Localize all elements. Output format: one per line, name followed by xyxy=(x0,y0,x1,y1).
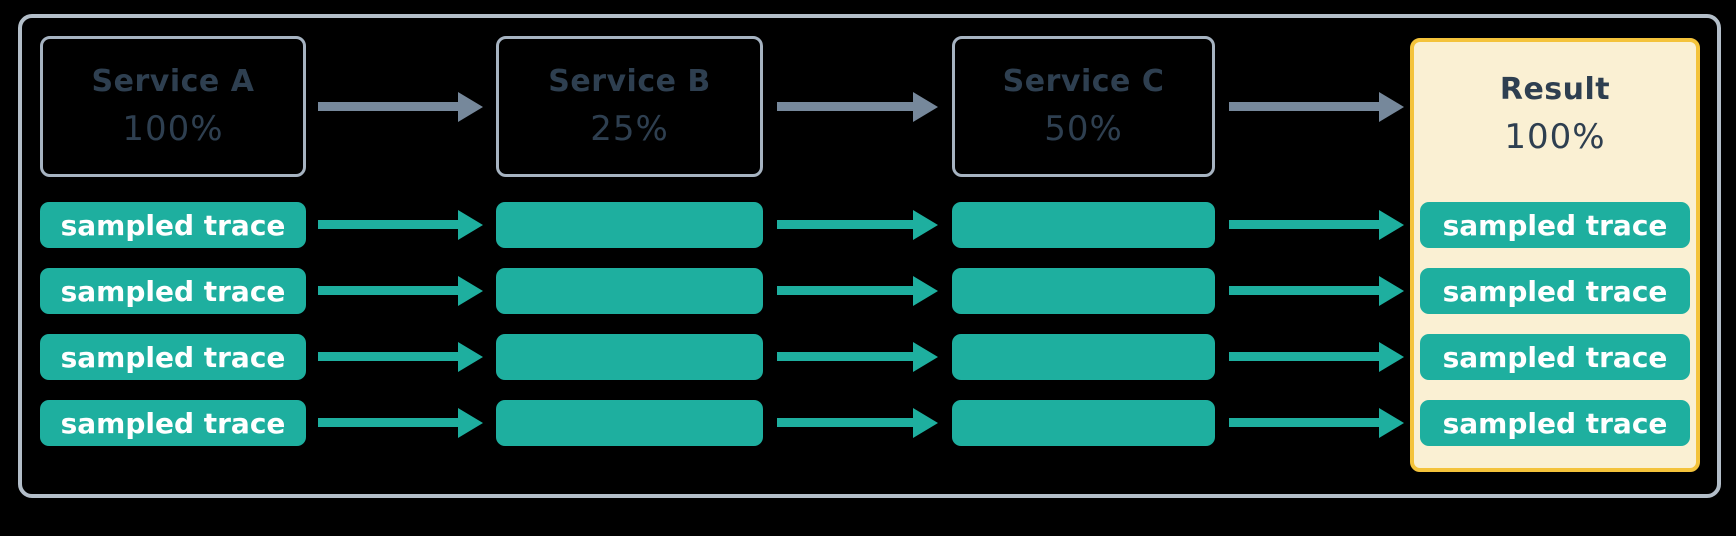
trace-pill xyxy=(952,334,1215,380)
sampled-trace-label: sampled trace xyxy=(1442,406,1668,440)
service-b-sampling-rate: 25% xyxy=(590,109,669,149)
sampled-trace-pill: sampled trace xyxy=(40,268,306,314)
sampled-trace-pill: sampled trace xyxy=(40,400,306,446)
sampled-trace-pill: sampled trace xyxy=(1420,202,1690,248)
result-title: Result xyxy=(1499,72,1611,107)
service-c-name: Service C xyxy=(1002,64,1165,99)
sampled-trace-label: sampled trace xyxy=(60,406,286,440)
sampled-trace-label: sampled trace xyxy=(60,274,286,308)
trace-flow-arrow xyxy=(777,352,913,361)
trace-flow-arrow xyxy=(318,220,458,229)
sampled-trace-pill: sampled trace xyxy=(1420,334,1690,380)
trace-flow-arrow xyxy=(1229,418,1379,427)
trace-flow-arrow xyxy=(777,286,913,295)
service-flow-arrow xyxy=(1229,102,1379,111)
service-c-box: Service C 50% xyxy=(952,36,1215,177)
service-c-sampling-rate: 50% xyxy=(1044,109,1123,149)
trace-pill xyxy=(496,268,763,314)
diagram-frame xyxy=(18,14,1721,498)
trace-flow-arrow xyxy=(777,418,913,427)
service-a-name: Service A xyxy=(91,64,255,99)
sampled-trace-pill: sampled trace xyxy=(40,202,306,248)
result-box: Result 100% xyxy=(1410,38,1700,472)
sampled-trace-label: sampled trace xyxy=(60,340,286,374)
trace-flow-arrow xyxy=(318,352,458,361)
trace-flow-arrow xyxy=(1229,352,1379,361)
sampled-trace-pill: sampled trace xyxy=(1420,400,1690,446)
service-b-name: Service B xyxy=(548,64,711,99)
trace-flow-arrow xyxy=(318,286,458,295)
result-rate: 100% xyxy=(1504,117,1606,157)
trace-pill xyxy=(952,202,1215,248)
trace-pill xyxy=(952,400,1215,446)
trace-pill xyxy=(496,400,763,446)
service-flow-arrow xyxy=(318,102,458,111)
sampled-trace-pill: sampled trace xyxy=(40,334,306,380)
trace-flow-arrow xyxy=(318,418,458,427)
sampled-trace-label: sampled trace xyxy=(1442,208,1668,242)
service-flow-arrow xyxy=(777,102,913,111)
trace-pill xyxy=(496,202,763,248)
service-a-box: Service A 100% xyxy=(40,36,306,177)
trace-flow-arrow xyxy=(777,220,913,229)
sampled-trace-label: sampled trace xyxy=(60,208,286,242)
trace-pill xyxy=(496,334,763,380)
sampled-trace-label: sampled trace xyxy=(1442,340,1668,374)
service-b-box: Service B 25% xyxy=(496,36,763,177)
sampled-trace-label: sampled trace xyxy=(1442,274,1668,308)
service-a-sampling-rate: 100% xyxy=(122,109,224,149)
trace-flow-arrow xyxy=(1229,220,1379,229)
trace-flow-arrow xyxy=(1229,286,1379,295)
trace-pill xyxy=(952,268,1215,314)
sampled-trace-pill: sampled trace xyxy=(1420,268,1690,314)
